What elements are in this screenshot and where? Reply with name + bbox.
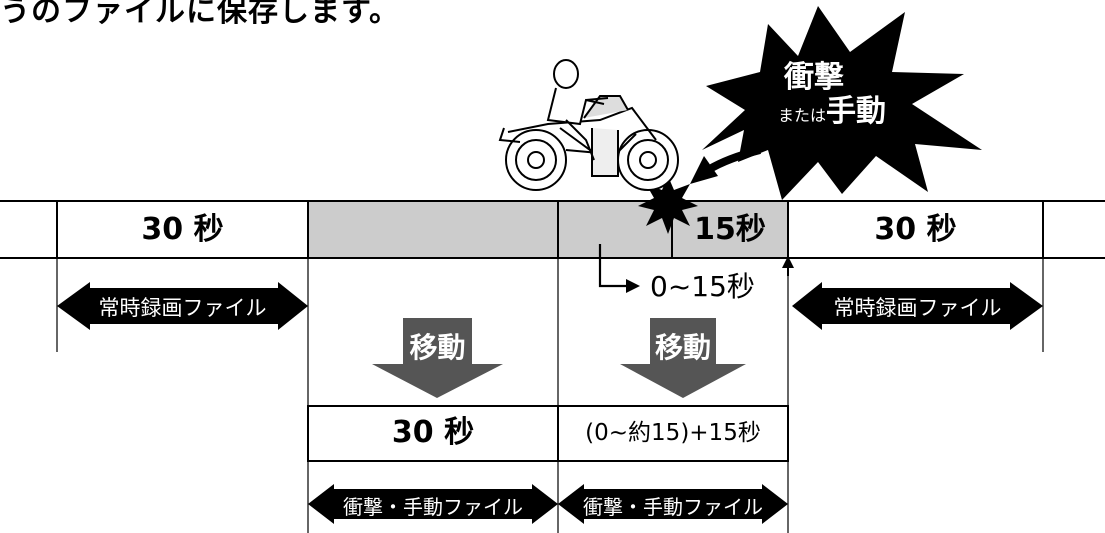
offset-arrowhead [626,279,640,293]
timeline-trigger-duration: 15秒 [694,212,766,247]
move-label-right: 移動 [654,331,711,364]
event-file-label-right: 衝撃・手動ファイル [583,495,763,519]
burst-label-manual: または手動 [778,92,886,136]
timeline-left-duration: 30 秒 [141,212,224,247]
continuous-file-label-left: 常時録画ファイル [98,296,267,320]
saved-files-box [307,405,789,462]
burst-label-impact: 衝撃 [784,60,844,95]
event-file-label-left: 衝撃・手動ファイル [343,495,523,519]
burst-label-manual-word: 手動 [826,94,887,129]
move-label-left: 移動 [409,331,466,364]
continuous-file-arrow-right [792,282,1043,330]
continuous-file-arrow-left [57,282,308,330]
offset-label: 0~15秒 [650,270,755,303]
move-arrow-left [372,318,503,398]
burst-label-or: または [778,106,827,125]
saved-range-segment [307,200,789,259]
impact-burst-shape [702,6,982,200]
motorcycle-rider-illustration [498,59,679,191]
saved-file-duration-2: (0~約15)+15秒 [585,420,761,446]
offset-bracket [598,244,628,288]
event-file-arrow-left [308,484,558,524]
burst-pointer-arrowhead [690,156,718,184]
continuous-file-label-right: 常時録画ファイル [833,296,1002,320]
move-arrow-right [620,318,746,398]
event-file-arrow-right [558,484,788,524]
end-marker-arrow [782,256,794,268]
page-heading: うのファイルに保存します。 [0,0,400,29]
timeline-right-duration: 30 秒 [874,212,957,247]
saved-file-duration-1: 30 秒 [391,415,475,450]
